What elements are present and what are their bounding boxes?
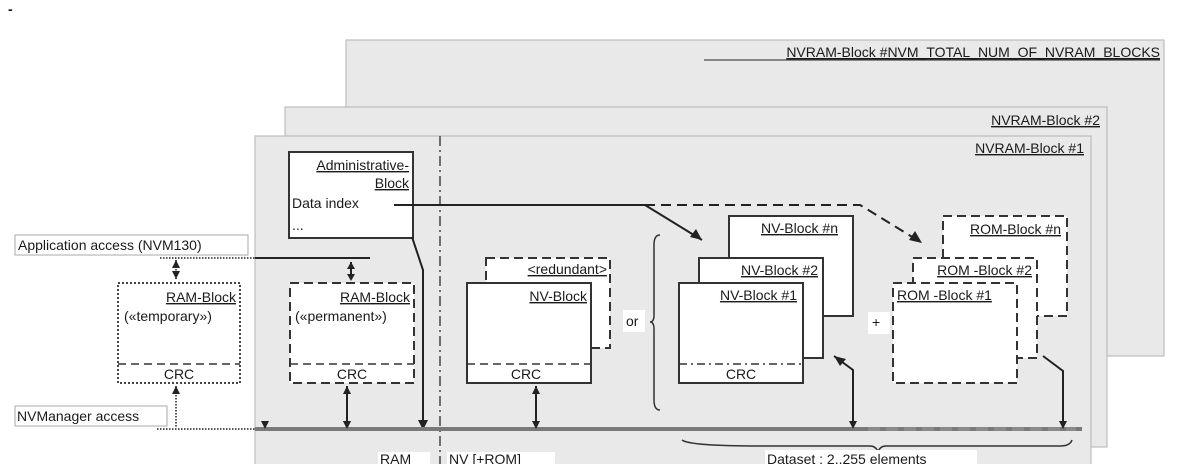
nv-block-single — [466, 282, 592, 384]
ram-temp-title: RAM-Block — [166, 289, 237, 305]
nv-redundant-label: <redundant> — [528, 261, 607, 277]
ram-perm-title: RAM-Block — [340, 289, 411, 305]
nv-region-label: NV [+ROM] — [449, 451, 521, 464]
application-access-label: Application access (NVM130) — [18, 237, 202, 253]
application-access-label-box — [14, 234, 249, 256]
frame-title-nvm-total: NVRAM-Block #NVM_TOTAL_NUM_OF_NVRAM_BLOC… — [786, 44, 1160, 60]
or-label-bg — [623, 310, 645, 332]
dataset-label-bg — [765, 450, 977, 464]
ram-region-label: RAM — [380, 451, 411, 464]
nv-single-crc: CRC — [511, 366, 541, 382]
nv-label-bg — [447, 452, 555, 464]
rom-block-1 — [892, 282, 1018, 384]
data-index-arrow-rom — [645, 204, 923, 244]
page-marker: - — [8, 1, 13, 17]
ram-temp-subtitle: («temporary») — [124, 308, 212, 324]
admin-to-bus-line — [411, 236, 424, 428]
admin-block-title-1: Administrative- — [316, 157, 409, 173]
frame-title-block-2: NVRAM-Block #2 — [991, 112, 1100, 128]
ram-label-bg — [378, 452, 430, 464]
ram-temp-crc: CRC — [164, 366, 194, 382]
admin-block-title-2: Block — [375, 175, 410, 191]
admin-data-index: Data index — [292, 195, 359, 211]
admin-ellipsis: ... — [292, 217, 304, 233]
rom-block-2-title: ROM -Block #2 — [937, 262, 1032, 278]
nv-block-2-title: NV-Block #2 — [741, 262, 818, 278]
nv-block-1-title: NV-Block #1 — [720, 287, 797, 303]
ram-block-temporary — [117, 282, 241, 384]
or-brace — [649, 234, 661, 411]
nv-block-1-crc: CRC — [726, 366, 756, 382]
nvmanager-access-label-box — [14, 405, 168, 427]
ram-perm-subtitle: («permanent») — [295, 308, 387, 324]
or-label: or — [626, 313, 639, 329]
rom-block-n-title: ROM-Block #n — [970, 221, 1061, 237]
frame-title-block-1: NVRAM-Block #1 — [975, 140, 1084, 156]
rom-dataset-to-bus-arrow — [1042, 355, 1064, 427]
nv-block-n-title: NV-Block #n — [761, 220, 838, 236]
dataset-label: Dataset : 2..255 elements — [767, 451, 927, 464]
plus-label: + — [872, 314, 880, 330]
rom-block-1-title: ROM -Block #1 — [897, 287, 992, 303]
nv-single-title: NV-Block — [529, 288, 588, 304]
nv-block-1 — [678, 282, 804, 384]
administrative-block — [288, 151, 414, 239]
nvmanager-access-label: NVManager access — [17, 408, 139, 424]
ram-perm-crc: CRC — [337, 366, 367, 382]
plus-label-bg — [868, 312, 890, 334]
ram-block-permanent — [289, 282, 415, 384]
